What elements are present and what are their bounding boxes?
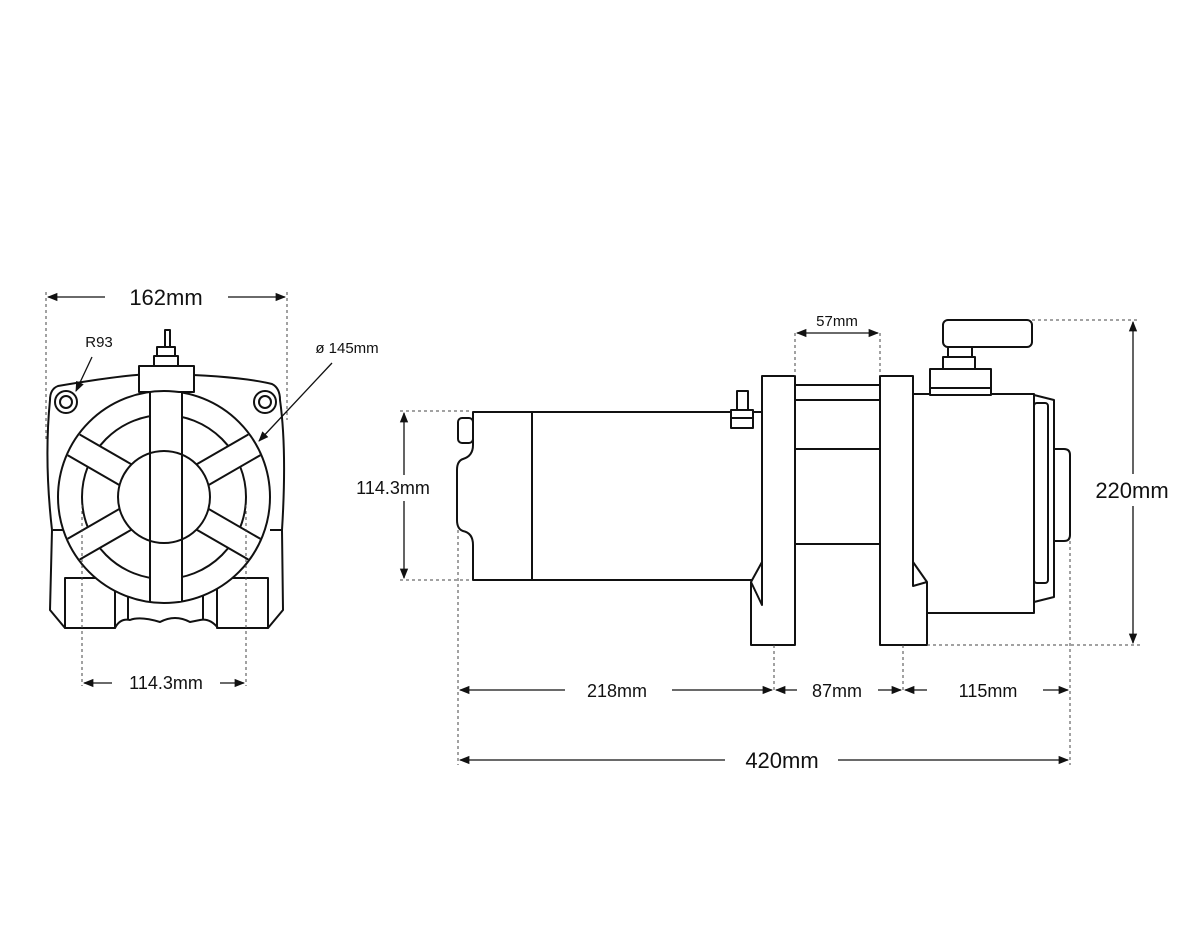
end-cover-handle — [1053, 448, 1071, 542]
right-plate-foot-detail — [912, 562, 928, 587]
mount-hole-right — [253, 390, 277, 414]
spoke-edge — [192, 433, 249, 468]
spoke — [192, 506, 260, 559]
band-through-hub — [149, 451, 183, 543]
drum-diameter-arrow — [258, 362, 333, 442]
drum — [794, 399, 881, 545]
clutch-pin — [164, 329, 171, 348]
front-view: 162mm R93 ø 145mm — [45, 285, 379, 693]
clutch-base — [138, 365, 195, 393]
spoke-edge — [204, 505, 261, 540]
gearbox-length-label: 115mm — [959, 681, 1018, 701]
overall-length-label: 420mm — [745, 748, 818, 773]
foot-left — [64, 577, 116, 629]
overall-height-label: 220mm — [1095, 478, 1168, 503]
clutch-base — [929, 368, 992, 396]
hole-radius-label: R93 — [85, 334, 113, 351]
spoke-edge — [67, 454, 124, 489]
drum-hub-circle — [117, 450, 211, 544]
spoke — [192, 435, 260, 488]
foot-right — [216, 577, 269, 629]
drum-section-label: 87mm — [812, 681, 862, 701]
bolt-spacing-label: 114.3mm — [129, 673, 203, 693]
clutch-neck — [947, 346, 973, 358]
motor-height-label: 114.3mm — [356, 478, 430, 498]
gearbox — [912, 393, 1035, 614]
drum-diameter-label: ø 145mm — [315, 340, 378, 357]
mount-hole-left — [54, 390, 78, 414]
clutch-stem — [942, 356, 976, 370]
spoke — [68, 435, 136, 488]
motor-length-label: 218mm — [587, 681, 647, 701]
clutch-neck — [156, 346, 176, 357]
spoke-edge — [67, 505, 124, 540]
end-cover-inner — [1033, 402, 1049, 584]
motor-fitting — [730, 390, 754, 429]
overall-width-label: 162mm — [129, 285, 202, 310]
hole-radius-arrow — [75, 356, 93, 392]
left-plate-foot-detail — [750, 562, 763, 606]
drum-width-label: 57mm — [816, 313, 858, 330]
spoke — [68, 506, 136, 559]
motor-body — [456, 411, 763, 581]
spoke-edge — [79, 433, 136, 468]
end-cover — [1033, 394, 1055, 603]
clutch-knob — [942, 319, 1033, 348]
clutch-stem — [153, 355, 179, 367]
drum-spokes — [67, 433, 261, 561]
spoke-edge — [79, 526, 136, 561]
side-view: 57mm 220mm 114.3mm 218mm 87mm 115mm 420m… — [345, 313, 1180, 773]
spoke-edge — [204, 454, 261, 489]
motor-terminal-cap — [457, 417, 474, 444]
spoke-edge — [192, 526, 249, 561]
drum-rope-band — [794, 384, 881, 401]
